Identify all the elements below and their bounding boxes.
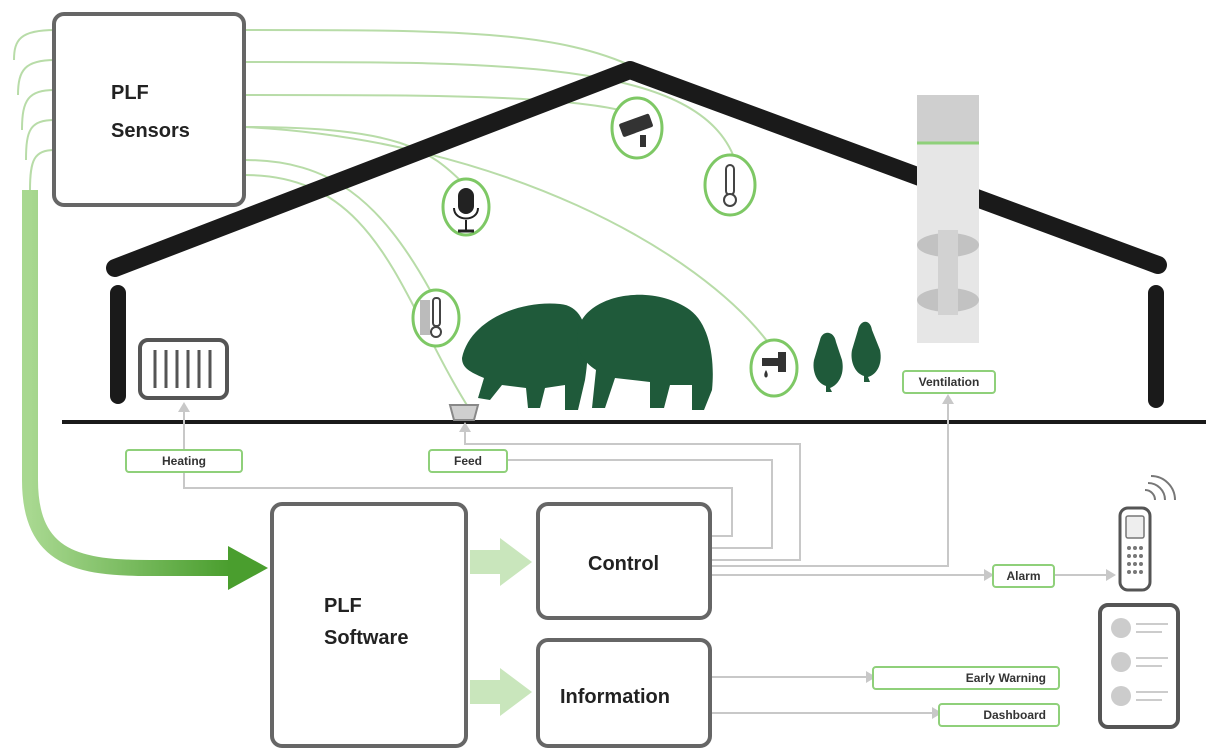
information-box: Information — [536, 638, 712, 748]
ventilation-fan-icon — [917, 95, 979, 343]
software-to-control-arrow — [470, 538, 532, 586]
alarm-tag: Alarm — [992, 564, 1055, 588]
early-warning-tag: Early Warning — [872, 666, 1060, 690]
plf-sensors-box: PLF Sensors — [52, 12, 246, 207]
ventilation-tag: Ventilation — [902, 370, 996, 394]
plf-sensors-title-line1: PLF — [111, 82, 149, 104]
radiator-icon — [138, 338, 229, 400]
pig-icon — [462, 294, 713, 410]
heating-tag: Heating — [125, 449, 243, 473]
sensor-wires — [13, 29, 771, 411]
thermometer-icon — [411, 288, 461, 348]
control-title: Control — [588, 553, 660, 575]
tablet-icon — [1098, 603, 1180, 729]
plf-software-title-line1: PLF — [324, 595, 362, 617]
information-title: Information — [560, 686, 670, 708]
plf-software-title-line2: Software — [324, 627, 409, 649]
thermometer-icon — [703, 153, 757, 217]
mobile-phone-icon — [1118, 475, 1176, 592]
plf-sensors-title-line2: Sensors — [111, 120, 190, 142]
sensor-to-software-arrow — [22, 190, 230, 576]
dashboard-tag: Dashboard — [938, 703, 1060, 727]
water-tap-icon — [749, 338, 799, 398]
roof — [106, 61, 1167, 277]
feed-tag: Feed — [428, 449, 508, 473]
feed-bucket-icon — [448, 404, 480, 421]
software-to-information-arrow — [470, 668, 532, 716]
camera-icon — [610, 96, 664, 160]
microphone-icon — [441, 177, 491, 237]
control-box: Control — [536, 502, 712, 620]
chicken-icon — [813, 321, 881, 392]
plf-software-box: PLF Software — [270, 502, 468, 748]
